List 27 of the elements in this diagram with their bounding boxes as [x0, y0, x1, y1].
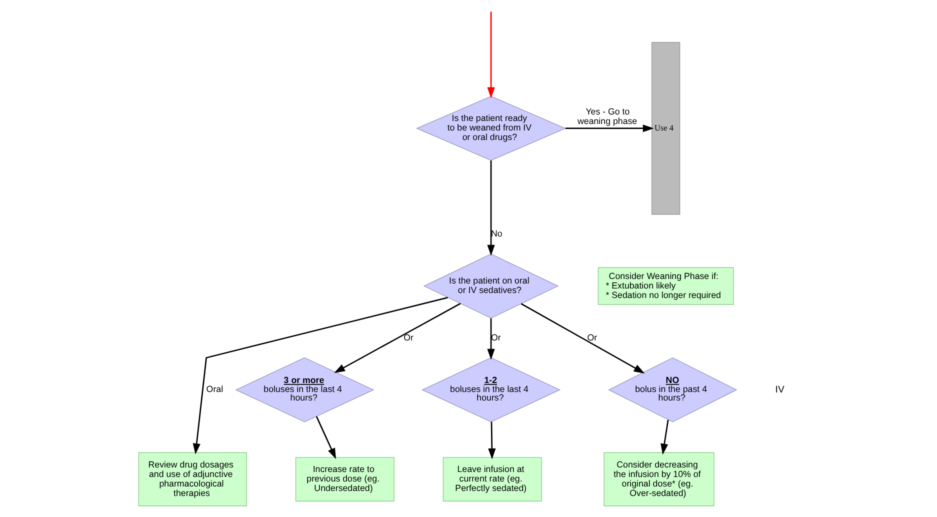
- node-box: Review drug dosages and use of adjunctive pharmacological therapies: [138, 452, 247, 506]
- node-box: Increase rate to previous dose (eg. Undersedated): [295, 457, 394, 502]
- edge-label: Or: [587, 332, 598, 342]
- arrow: [565, 124, 654, 132]
- node-box: Leave infusion at current rate (eg. Perfectly sedated): [442, 457, 542, 502]
- label: IV: [775, 384, 784, 396]
- node-box: Consider decreasing the infusion by 10% of original dose* (eg. Over-sedated): [604, 452, 714, 506]
- node-diamond: 3 or more boluses in the last 4 hours?: [235, 357, 374, 422]
- arrow: [487, 318, 495, 360]
- arrow: [660, 420, 669, 455]
- edge-label: Or: [491, 332, 501, 342]
- arrow: [487, 160, 495, 256]
- arrow: [520, 303, 645, 374]
- arrow: [487, 12, 495, 98]
- edge-label: Or: [404, 332, 414, 342]
- edge-label: Yes - Go to weaning phase: [578, 106, 638, 126]
- node-box: Consider Weaning Phase if: * Extubation likely * Sedation no longer required: [598, 267, 734, 305]
- arrow: [192, 296, 448, 454]
- edge-label: No: [491, 228, 502, 238]
- node-diamond: Is the patient ready to be weaned from IV or oral drugs?: [416, 96, 566, 161]
- node-diamond: 1-2 boluses in the last 4 hours?: [422, 357, 561, 422]
- arrow: [334, 302, 461, 373]
- edge-label: Oral: [206, 384, 224, 394]
- node-diamond: Is the patient on oral or IV sedatives?: [423, 254, 559, 319]
- node-diamond: NO bolus in the past 4 hours?: [608, 357, 738, 422]
- arrow: [316, 416, 336, 460]
- arrow: [488, 422, 496, 460]
